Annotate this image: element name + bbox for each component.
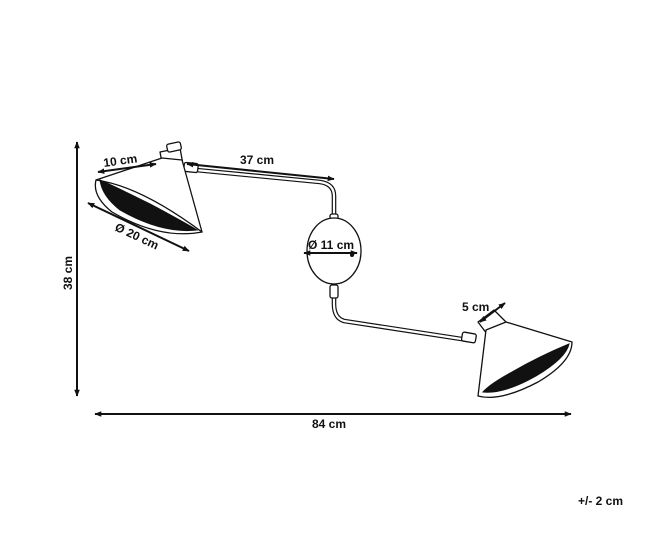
lower-arm [331, 282, 469, 343]
shade-height-dimension-line [97, 162, 157, 174]
dimension-lines [74, 141, 572, 417]
right-shade [460, 309, 573, 399]
small-shade-label: 5 cm [462, 300, 489, 314]
arm-length-dimension-line [186, 161, 335, 182]
shade-height-label: 10 cm [102, 151, 138, 170]
lower-joint [329, 284, 339, 299]
shade-diameter-dimension-line [87, 202, 190, 252]
total-width-label: 84 cm [312, 417, 346, 431]
small-shade-dimension-line [479, 302, 506, 323]
base-diameter-label: Ø 11 cm [308, 238, 354, 252]
total-height-label: 38 cm [61, 256, 75, 290]
lamp-drawing [94, 141, 573, 399]
arm-length-label: 37 cm [240, 153, 274, 167]
tolerance-note: +/- 2 cm [578, 494, 623, 508]
upper-arm [195, 167, 337, 218]
